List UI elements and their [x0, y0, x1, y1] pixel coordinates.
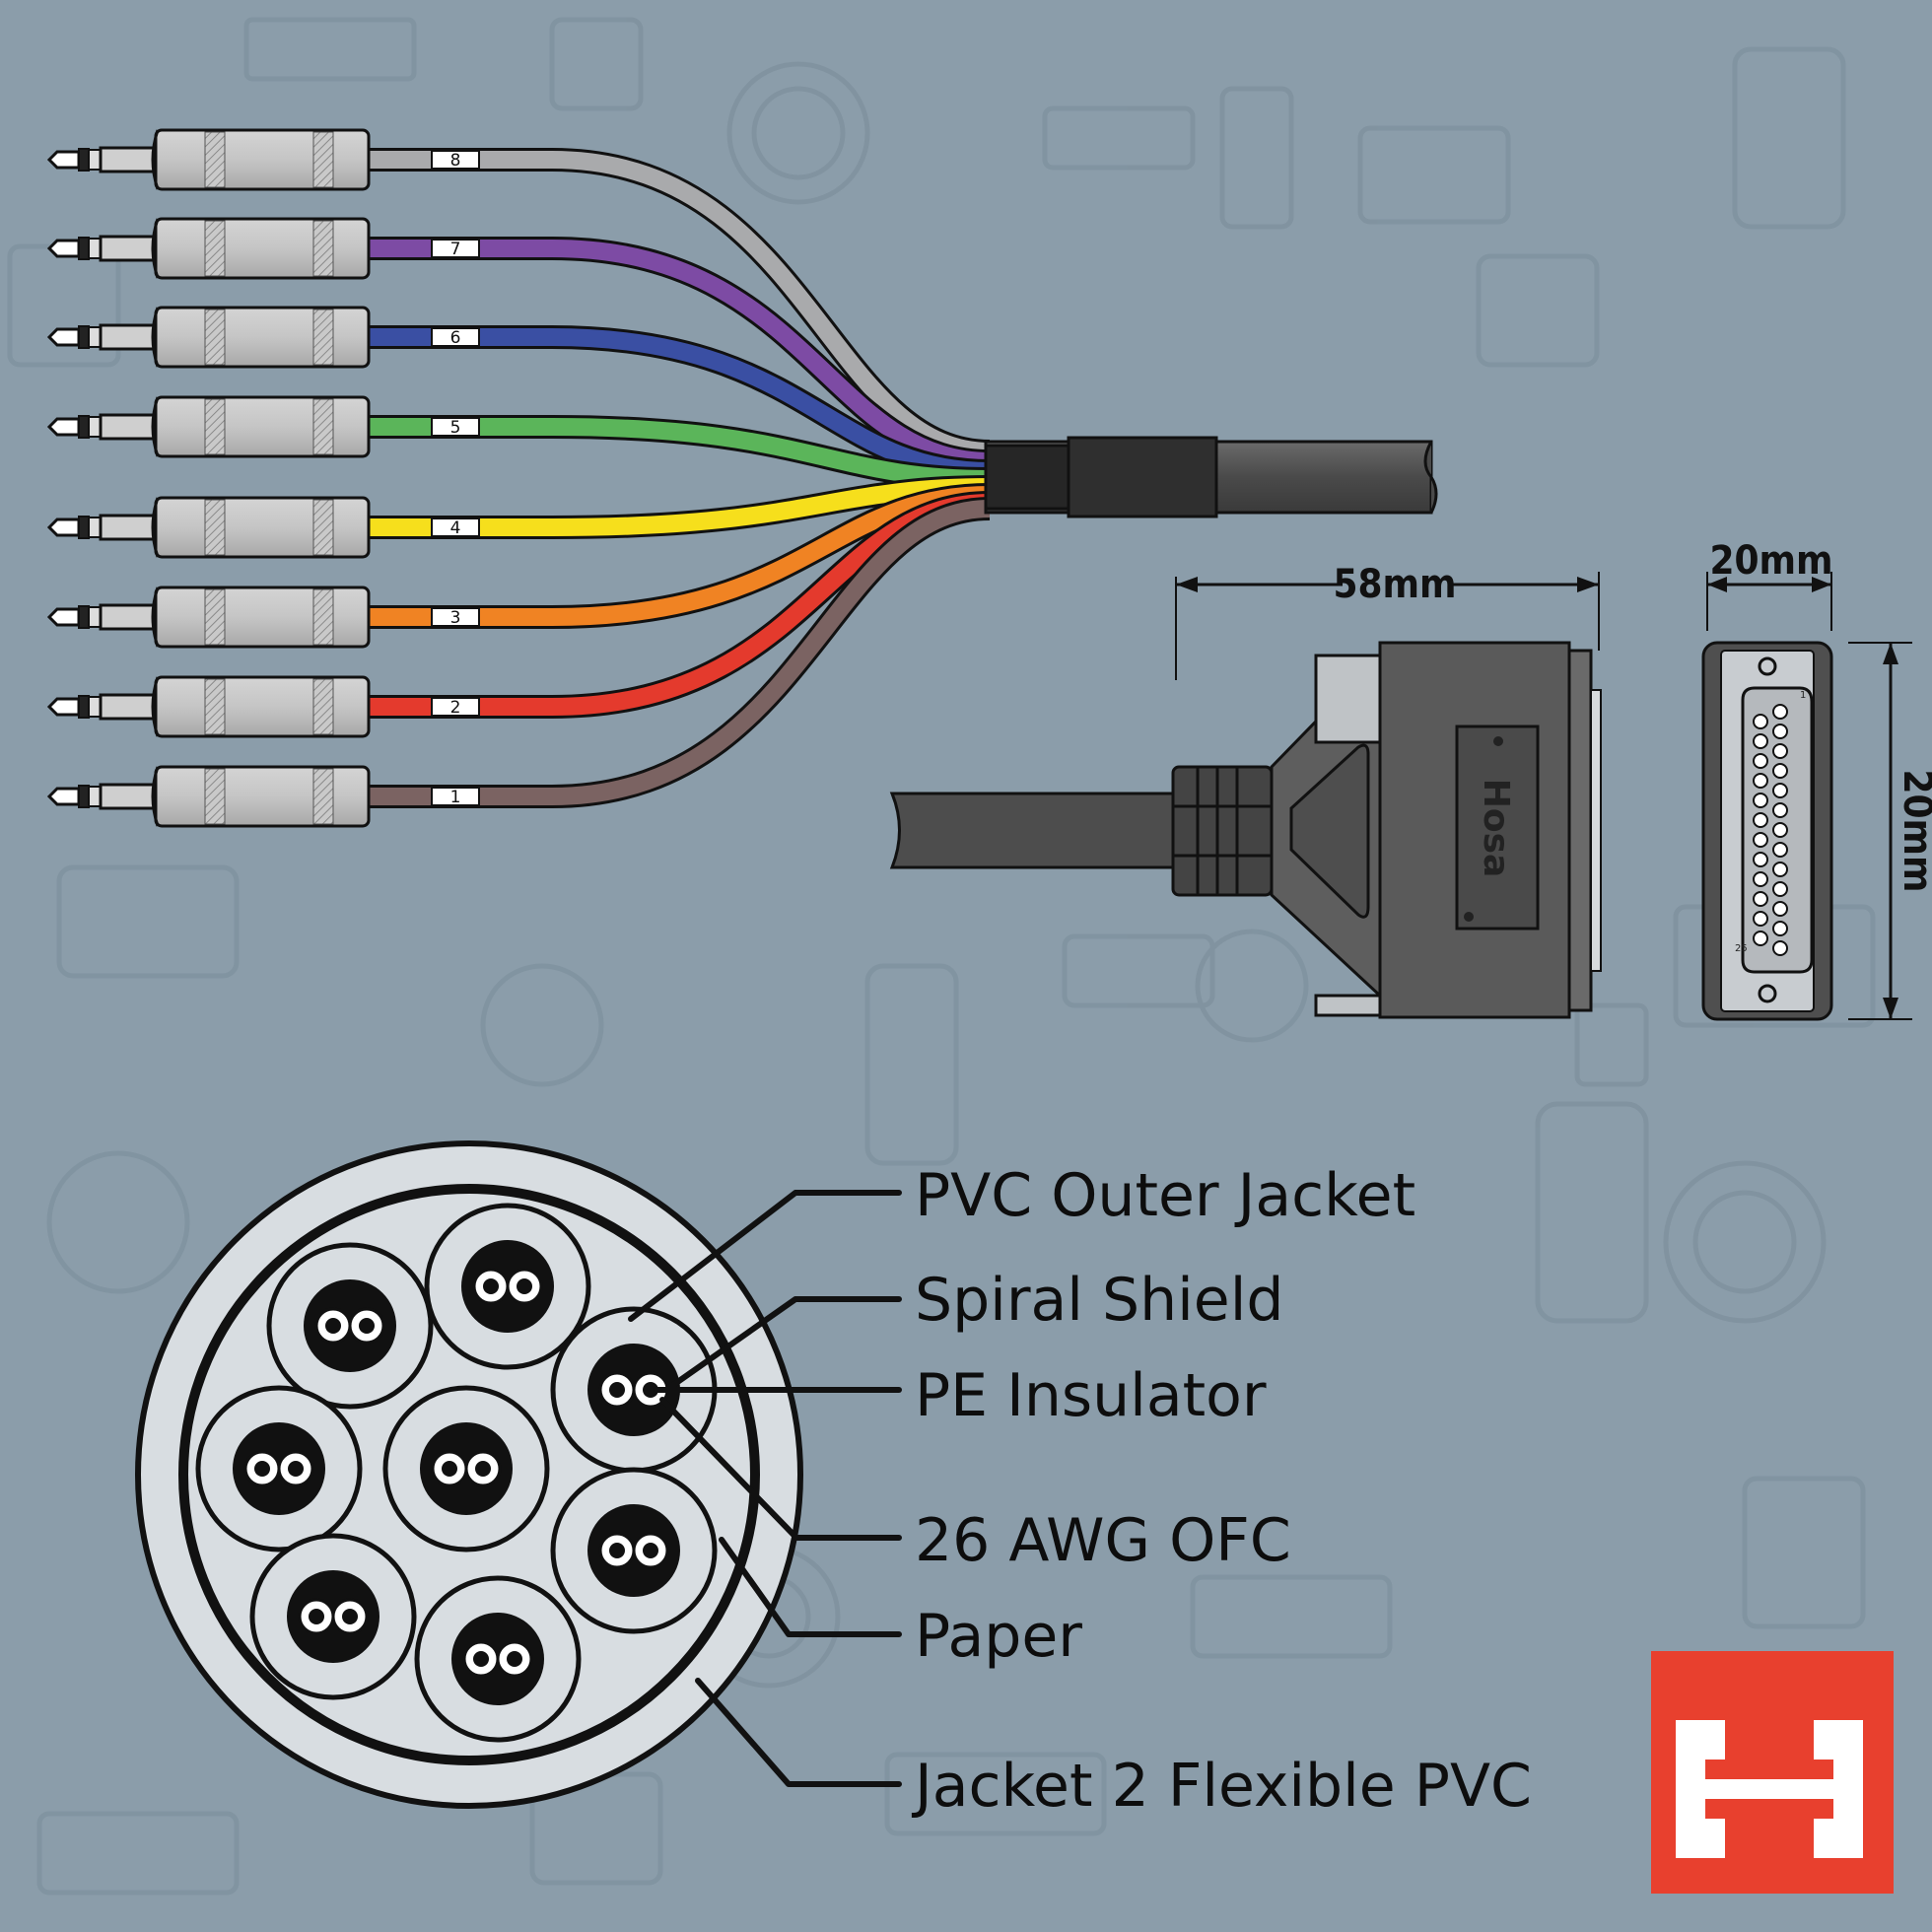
db25-pin — [1753, 753, 1768, 769]
twisted-pair — [195, 1385, 363, 1552]
snake-cable — [984, 436, 1438, 518]
db25-pins — [1753, 704, 1788, 956]
db25-pin — [1772, 743, 1788, 759]
callout-spiral-shield: Spiral Shield — [915, 1266, 1283, 1335]
quarter-inch-plugs: 8 7 6 5 4 3 2 1 — [46, 128, 480, 828]
db25-pin — [1772, 704, 1788, 720]
twisted-pairs — [195, 1203, 718, 1743]
twisted-pair — [550, 1467, 718, 1634]
plug-1: 1 — [46, 765, 480, 828]
wire-8 — [367, 151, 991, 460]
plug-2: 2 — [46, 675, 480, 738]
db25-pin — [1772, 822, 1788, 838]
db25-pin — [1753, 871, 1768, 887]
db25-pin — [1772, 862, 1788, 877]
callout-pvc-outer-jacket: PVC Outer Jacket — [915, 1161, 1415, 1230]
db25-pin — [1772, 940, 1788, 956]
wire-number-label: 7 — [450, 240, 461, 259]
callout-pe-insulator: PE Insulator — [915, 1361, 1267, 1430]
plug-5: 5 — [46, 395, 480, 458]
wire-number-label: 4 — [450, 518, 461, 538]
db25-pin — [1772, 763, 1788, 779]
wire-4 — [367, 478, 991, 536]
callout-jacket-2-flexible-pvc: Jacket 2 Flexible PVC — [911, 1752, 1532, 1821]
db25-connector-front: 1 25 — [1701, 641, 1833, 1021]
wire-fanout — [367, 148, 991, 808]
plug-4: 4 — [46, 496, 480, 559]
twisted-pair — [424, 1203, 591, 1370]
db25-pin — [1753, 733, 1768, 749]
length-dimension-label: 58mm — [1333, 562, 1456, 607]
db25-pin — [1772, 842, 1788, 858]
width-dimension-label: 20mm — [1709, 538, 1832, 584]
wire-number-label: 2 — [450, 698, 461, 718]
db25-pin — [1772, 783, 1788, 798]
db25-pin — [1753, 832, 1768, 848]
db25-pin — [1772, 802, 1788, 818]
db25-pin — [1753, 891, 1768, 907]
wire-7 — [367, 240, 991, 470]
db25-pin — [1753, 852, 1768, 867]
db25-pin — [1772, 901, 1788, 917]
plug-7: 7 — [46, 217, 480, 280]
db25-connector-side: Hosa — [889, 641, 1602, 1019]
height-dimension-label: 20mm — [1895, 769, 1932, 892]
pin-label-1: 1 — [1800, 690, 1806, 701]
length-dimension: 58mm — [1175, 562, 1600, 680]
callout-26-awg-ofc: 26 AWG OFC — [915, 1506, 1291, 1575]
db25-pin — [1753, 812, 1768, 828]
twisted-pair — [414, 1575, 582, 1743]
connector-brand-text: Hosa — [1476, 779, 1516, 878]
cable-cross-section — [135, 1140, 803, 1809]
db25-pin — [1753, 793, 1768, 808]
plug-3: 3 — [46, 586, 480, 649]
db25-pin — [1753, 773, 1768, 789]
wire-number-label: 8 — [450, 151, 461, 171]
db25-pin — [1753, 714, 1768, 729]
hosa-h-logo — [1651, 1651, 1894, 1894]
twisted-pair — [249, 1533, 417, 1700]
wire-number-label: 6 — [450, 328, 461, 348]
callout-paper: Paper — [915, 1602, 1082, 1671]
plug-6: 6 — [46, 306, 480, 369]
plug-8: 8 — [46, 128, 480, 191]
twisted-pair — [382, 1385, 550, 1552]
wire-number-label: 3 — [450, 608, 461, 628]
wire-5 — [367, 418, 991, 488]
db25-pin — [1772, 724, 1788, 739]
db25-pin — [1772, 921, 1788, 936]
pin-label-25: 25 — [1735, 943, 1748, 954]
width-dimension: 20mm — [1706, 538, 1833, 631]
twisted-pair — [550, 1306, 718, 1474]
callout-labels: PVC Outer Jacket Spiral Shield PE Insula… — [911, 1161, 1532, 1821]
wire-1 — [367, 500, 991, 805]
callout-leaders — [628, 1190, 902, 1787]
height-dimension: 20mm — [1848, 642, 1932, 1020]
db25-pin — [1753, 931, 1768, 946]
db25-pin — [1753, 911, 1768, 927]
wire-number-label: 5 — [450, 418, 461, 438]
twisted-pair — [266, 1242, 434, 1410]
wire-6 — [367, 328, 991, 480]
db25-pin — [1772, 881, 1788, 897]
wire-number-label: 1 — [450, 788, 461, 807]
